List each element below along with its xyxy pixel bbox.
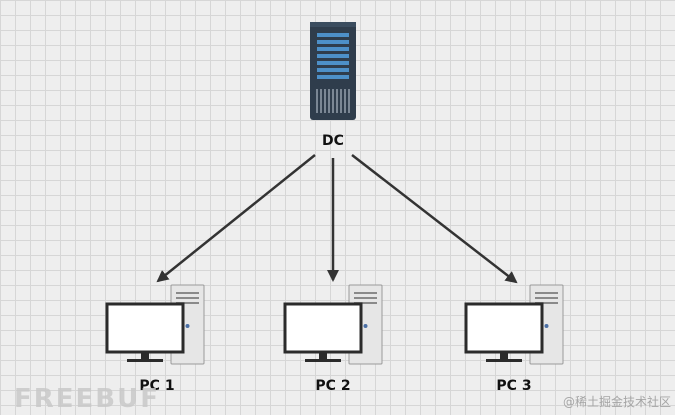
computer-icon-pc3 xyxy=(464,284,564,365)
computer-icon-pc1 xyxy=(105,284,205,365)
server-icon xyxy=(310,22,356,120)
arrow-dc-to-pc1 xyxy=(156,154,316,283)
pc1-label: PC 1 xyxy=(139,378,174,394)
pc3-label: PC 3 xyxy=(496,378,531,394)
freebuf-watermark: FREEBUF xyxy=(14,384,160,414)
juejin-watermark: @稀土掘金技术社区 xyxy=(563,394,671,409)
arrow-dc-to-pc3 xyxy=(351,154,518,284)
computer-icon-pc2 xyxy=(283,284,383,365)
pc2-label: PC 2 xyxy=(315,378,350,394)
dc-label: DC xyxy=(322,133,344,149)
